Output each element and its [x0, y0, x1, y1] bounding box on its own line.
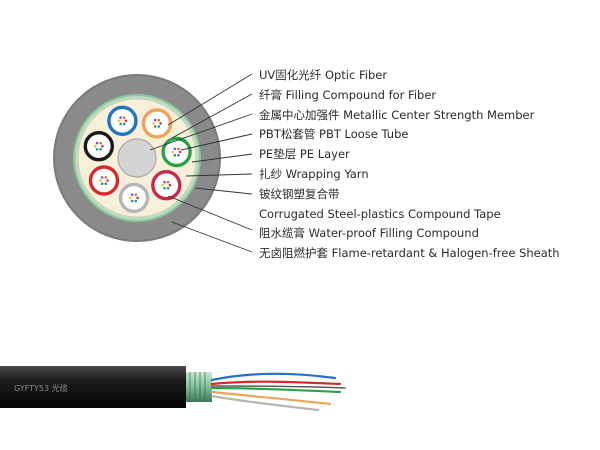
optic-fiber	[101, 144, 104, 148]
optic-fiber	[161, 183, 164, 187]
label-optic-fiber: UV固化光纤 Optic Fiber	[259, 68, 388, 82]
optic-fiber	[153, 125, 157, 128]
optic-fiber	[153, 118, 157, 122]
loose-tubes	[83, 105, 192, 214]
optic-fiber	[100, 176, 104, 179]
optic-fiber	[177, 147, 180, 151]
optic-fiber	[99, 141, 102, 145]
leader-line	[167, 73, 253, 126]
label-wrapping-yarn: 扎纱 Wrapping Yarn	[259, 166, 369, 181]
label-steel-tape-cn: 铍纹钢塑复合带	[259, 186, 340, 201]
optic-fiber	[152, 122, 155, 125]
label-center-strength-member: 金属中心加强件 Metallic Center Strength Member	[259, 107, 535, 122]
optic-fiber	[134, 199, 138, 203]
optic-fiber	[178, 150, 182, 154]
loose-tube	[118, 182, 150, 214]
loose-tube	[83, 130, 115, 162]
optic-fiber	[166, 187, 170, 190]
optic-fiber	[177, 153, 180, 157]
optic-fiber	[163, 187, 166, 190]
optic-fiber	[136, 196, 139, 200]
optic-fiber	[173, 153, 177, 157]
optic-fiber	[122, 116, 126, 119]
leader-line	[171, 93, 253, 139]
optic-fiber	[130, 193, 134, 197]
optic-fiber	[99, 179, 102, 182]
optic-fiber	[168, 183, 172, 187]
callout-list: UV固化光纤 Optic Fiber 纤膏 Filling Compound f…	[259, 66, 560, 264]
loose-tube	[141, 108, 173, 139]
optic-fiber	[104, 176, 108, 179]
leader-line	[171, 221, 253, 253]
loose-tube	[88, 165, 120, 196]
optic-fiber	[159, 122, 162, 125]
leader-line	[149, 113, 253, 151]
optic-fiber	[171, 150, 175, 154]
optic-fiber	[124, 119, 128, 123]
leader-line	[194, 187, 253, 195]
optic-fiber	[99, 148, 102, 151]
leader-line	[167, 195, 253, 231]
optic-fiber	[93, 144, 97, 148]
optic-fiber	[130, 199, 134, 203]
loose-tube	[151, 169, 182, 201]
label-sheath: 无卤阻燃护套 Flame-retardant & Halogen-free Sh…	[259, 246, 560, 261]
optic-fiber	[129, 196, 132, 200]
center-strength-member	[117, 138, 157, 178]
label-steel-tape-en: Corrugated Steel-plastics Compound Tape	[259, 206, 501, 221]
loose-tube	[107, 105, 138, 137]
leader-lines	[149, 73, 253, 253]
label-pe-layer: PE垫层 PE Layer	[259, 147, 350, 162]
leader-line	[185, 173, 253, 177]
loose-tube	[161, 136, 192, 168]
optic-fiber	[157, 125, 161, 128]
optic-fiber	[104, 182, 108, 185]
leader-line	[191, 153, 253, 163]
optic-fiber	[173, 147, 177, 151]
optic-fiber	[117, 119, 121, 123]
label-waterproof-compound: 阻水缆膏 Water-proof Filling Compound	[259, 226, 479, 241]
leader-line	[180, 133, 253, 151]
optic-fiber	[95, 148, 99, 151]
optic-fiber	[157, 118, 161, 122]
optic-fiber	[163, 180, 166, 184]
optic-fiber	[95, 141, 99, 145]
optic-fiber	[100, 182, 104, 185]
optic-fiber	[122, 122, 126, 126]
optic-fiber	[134, 193, 138, 197]
optic-fiber	[106, 179, 109, 182]
label-pbt-loose-tube: PBT松套管 PBT Loose Tube	[259, 127, 409, 142]
optic-fiber	[166, 180, 170, 184]
optic-fiber	[119, 122, 122, 126]
optic-fiber	[119, 116, 122, 119]
label-fiber-filling-compound: 纤膏 Filling Compound for Fiber	[259, 87, 437, 102]
